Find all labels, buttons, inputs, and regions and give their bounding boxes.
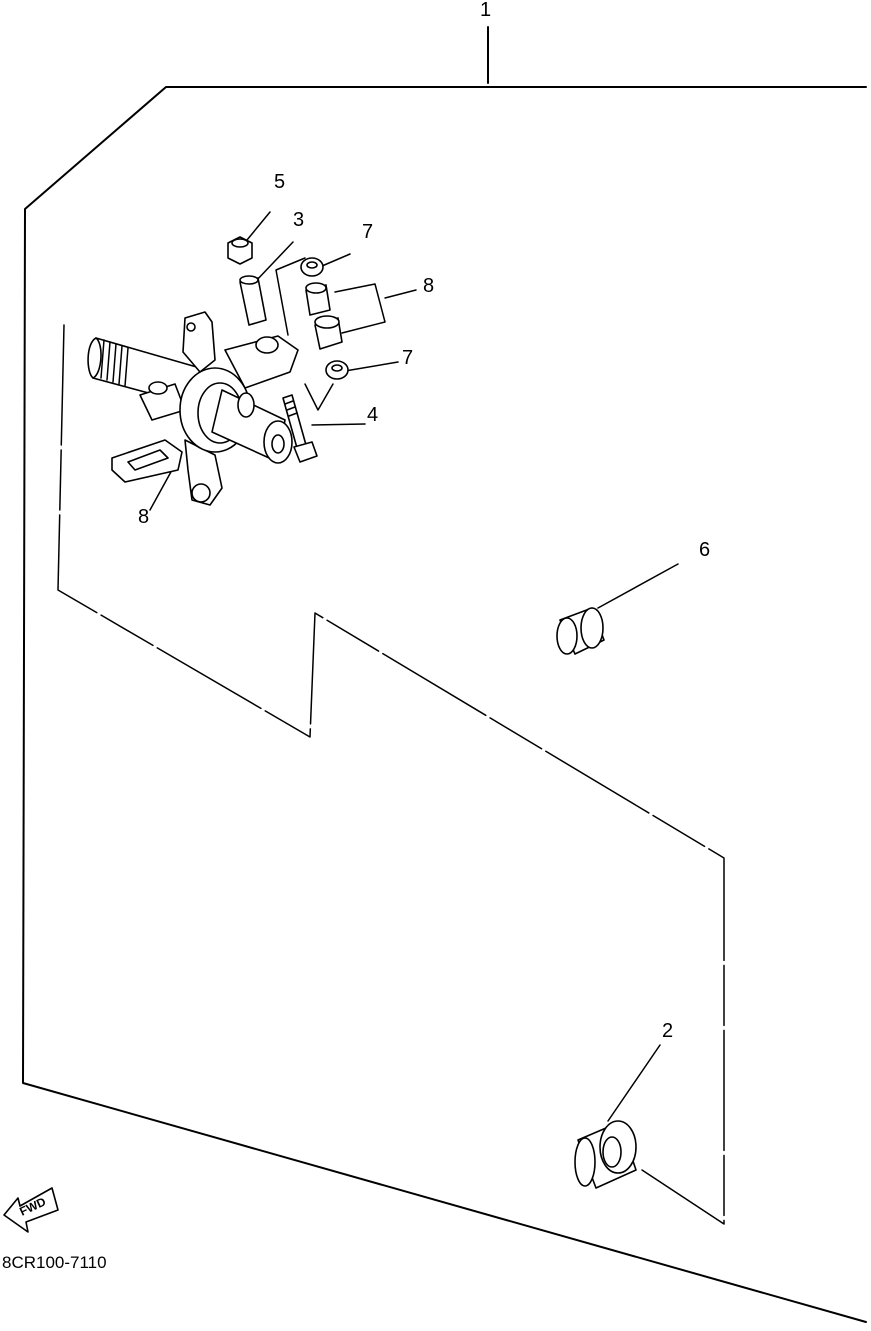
- callout-1: 1: [480, 0, 491, 21]
- callout-7-lower: 7: [402, 347, 413, 369]
- collar-part-2: [574, 1120, 637, 1189]
- callout-7-upper: 7: [362, 221, 373, 243]
- callout-6: 6: [699, 539, 710, 561]
- callout-8-lower: 8: [138, 506, 149, 528]
- fwd-arrow-icon: FWD: [3, 1187, 59, 1233]
- washer-part-upper: [300, 257, 324, 277]
- steering-bracket-assembly: [87, 311, 299, 506]
- bushing-part-6: [556, 607, 605, 655]
- assembly-boundary: [22, 26, 867, 1323]
- bushing-part-lower: [314, 315, 343, 350]
- collar-part: [239, 275, 267, 326]
- callout-4: 4: [367, 404, 378, 426]
- kit-boundary: [57, 324, 725, 1225]
- nut-part: [227, 236, 253, 265]
- callout-5: 5: [274, 171, 285, 193]
- callout-3: 3: [293, 209, 304, 231]
- callouts: 1 5 3 7 8 7 4 8 6 2: [138, 0, 710, 1042]
- bolt-part: [282, 394, 318, 463]
- leader-lines: [149, 211, 679, 1122]
- washer-part-lower: [325, 360, 349, 380]
- part-code: 8CR100-7110: [2, 1253, 107, 1272]
- callout-2: 2: [662, 1020, 673, 1042]
- bushing-part-upper: [305, 282, 331, 316]
- callout-8-upper: 8: [423, 275, 434, 297]
